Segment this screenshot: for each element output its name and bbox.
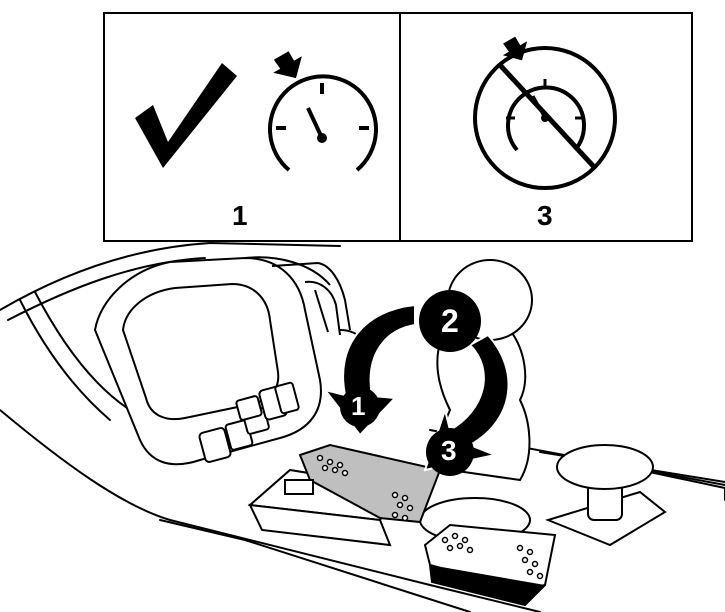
step-2-label: 2 [441,305,459,337]
right-panel-caption: 3 [537,202,553,230]
left-pedal [250,445,440,545]
step-1-label: 1 [351,393,365,419]
step-3-label: 3 [441,437,457,465]
round-knob [548,445,665,545]
right-pedal [425,525,555,605]
left-panel-caption: 1 [232,202,248,230]
